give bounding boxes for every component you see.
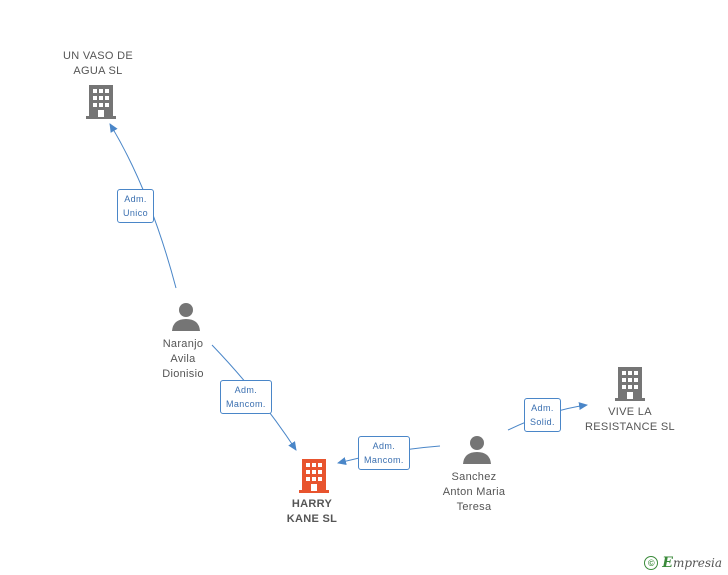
footer-brand: © Empresia <box>644 555 722 571</box>
edge-label-adm-mancom-sanchez: Adm. Mancom. <box>358 436 410 470</box>
building-icon[interactable] <box>85 85 117 119</box>
label-line: KANE SL <box>286 513 338 525</box>
building-icon[interactable] <box>614 367 646 401</box>
brand-logo[interactable]: Empresia <box>662 555 722 571</box>
edge-label-line: Mancom. <box>226 399 266 409</box>
edge-label-adm-solid: Adm. Solid. <box>524 398 561 432</box>
edge-label-line: Adm. <box>234 385 258 395</box>
building-icon[interactable] <box>298 459 330 493</box>
label-line: Dionisio <box>162 368 204 380</box>
label-line: Teresa <box>456 501 492 513</box>
edge-label-line: Adm. <box>372 441 396 451</box>
label-line: Sanchez <box>451 471 497 483</box>
person-label-sanchez[interactable]: Sanchez Anton Maria Teresa <box>424 470 524 515</box>
edge-label-adm-unico: Adm. Unico <box>117 189 155 223</box>
copyright-icon: © <box>644 556 659 570</box>
edge-label-line: Adm. <box>531 403 554 413</box>
company-label-harry-kane[interactable]: HARRY KANE SL <box>262 497 362 527</box>
edge-label-line: Unico <box>123 208 149 218</box>
brand-rest: mpresia <box>672 556 722 570</box>
label-line: AGUA SL <box>73 65 123 77</box>
label-line: HARRY <box>291 498 333 510</box>
label-line: Naranjo <box>162 338 204 350</box>
edge-label-line: Solid. <box>530 417 555 427</box>
edge-label-adm-mancom-naranjo: Adm. Mancom. <box>220 380 272 414</box>
label-line: Avila <box>170 353 196 365</box>
person-icon[interactable] <box>171 302 201 332</box>
label-line: RESISTANCE SL <box>585 421 675 433</box>
company-label-un-vaso[interactable]: UN VASO DE AGUA SL <box>48 49 148 79</box>
edge-label-line: Adm. <box>124 194 147 204</box>
label-line: Anton Maria <box>442 486 506 498</box>
person-icon[interactable] <box>462 435 492 465</box>
company-label-vive[interactable]: VIVE LA RESISTANCE SL <box>578 405 682 435</box>
label-line: VIVE LA <box>608 406 652 418</box>
label-line: UN VASO DE <box>62 50 134 62</box>
person-label-naranjo[interactable]: Naranjo Avila Dionisio <box>133 337 233 382</box>
brand-initial: E <box>662 555 673 571</box>
edge-label-line: Mancom. <box>364 455 404 465</box>
